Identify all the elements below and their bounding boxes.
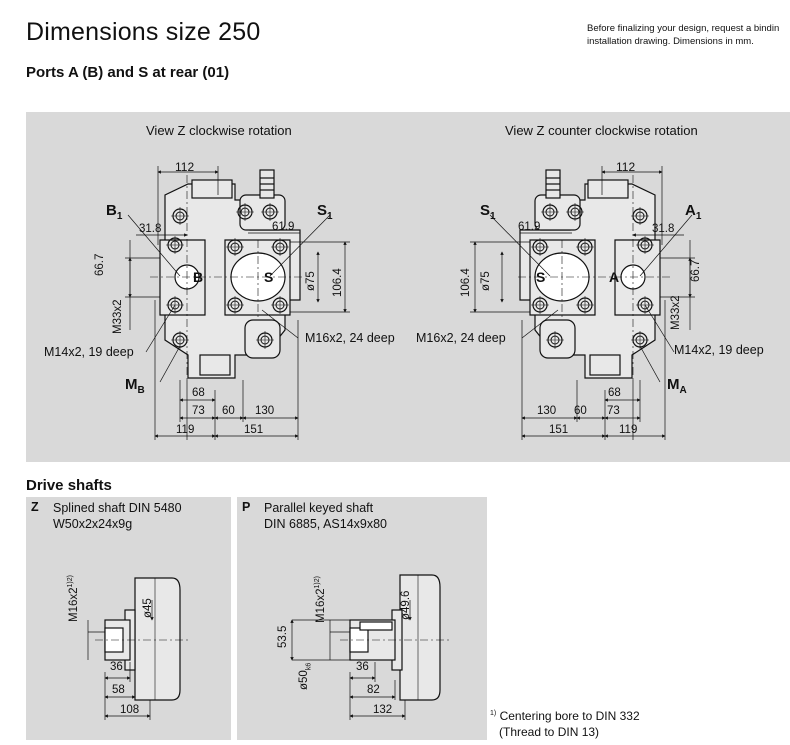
shaft-p-dim-132: 132 xyxy=(373,704,393,716)
shaft-z-description: Splined shaft DIN 5480 W50x2x24x9g xyxy=(53,500,182,532)
page-subtitle: Ports A (B) and S at rear (01) xyxy=(26,64,230,81)
left-dim-112: 112 xyxy=(175,160,195,174)
shaft-z-letter: Z xyxy=(31,500,39,514)
shaft-z-thread-text: M16x2 xyxy=(67,587,80,622)
shaft-z-dim-108: 108 xyxy=(120,704,140,716)
shaft-p-thread-sup: 1)2) xyxy=(314,576,321,589)
views-panel xyxy=(26,112,790,462)
right-callout-m14: M14x2, 19 deep xyxy=(674,343,764,357)
left-dim-m33: M33x2 xyxy=(112,299,124,334)
right-dim-31-8: 31.8 xyxy=(652,223,675,235)
left-port-s1-letter: S xyxy=(317,202,328,219)
right-dim-75: ø75 xyxy=(480,271,492,291)
drive-shafts-heading: Drive shafts xyxy=(26,477,112,494)
footnote-line2: (Thread to DIN 13) xyxy=(499,725,600,739)
shaft-p-dim-50-sub: k6 xyxy=(305,662,313,671)
shaft-z-dim-58: 58 xyxy=(112,684,125,696)
right-dim-112: 112 xyxy=(616,160,636,174)
shaft-z-dim-36: 36 xyxy=(110,661,123,673)
footnote: 1) Centering bore to DIN 332 (Thread to … xyxy=(490,706,640,740)
shaft-z-drawing xyxy=(95,577,190,701)
right-dim-61-9: 61.9 xyxy=(518,221,541,233)
right-port-a1-sub: 1 xyxy=(695,211,702,222)
left-port-b1: B1 xyxy=(106,202,122,222)
right-pump-drawing xyxy=(515,169,670,380)
right-dim-73: 73 xyxy=(607,405,620,417)
right-dim-151: 151 xyxy=(549,424,569,436)
right-port-ma-letter: M xyxy=(667,376,680,393)
left-dimension-lines xyxy=(125,166,350,440)
left-dim-130: 130 xyxy=(255,405,275,417)
right-dim-m33: M33x2 xyxy=(670,295,682,330)
left-view-caption: View Z clockwise rotation xyxy=(146,123,292,138)
left-dim-75: ø75 xyxy=(305,271,317,291)
left-dim-66-7: 66.7 xyxy=(94,253,106,276)
shaft-z-thread: M16x21)2) xyxy=(67,575,80,622)
left-callout-m14: M14x2, 19 deep xyxy=(44,345,134,359)
shaft-p-dim-50: ø50k6 xyxy=(298,663,312,690)
shaft-p-letter: P xyxy=(242,500,251,514)
right-port-a-center: A xyxy=(609,269,620,285)
right-dim-66-7: 66.7 xyxy=(690,259,702,282)
note-line-1: Before finalizing your design, request a… xyxy=(587,23,780,34)
left-dim-106-4: 106.4 xyxy=(332,268,344,297)
shaft-z-line1: Splined shaft DIN 5480 xyxy=(53,501,182,515)
left-dim-68: 68 xyxy=(192,387,205,399)
left-port-b1-sub: 1 xyxy=(116,211,123,222)
shaft-p-dim-36: 36 xyxy=(356,661,369,673)
shaft-z-thread-sup: 1)2) xyxy=(67,575,74,588)
left-pump-drawing xyxy=(150,169,305,380)
left-port-b1-letter: B xyxy=(106,202,117,219)
left-port-s1: S1 xyxy=(317,202,333,222)
right-port-s1-sub: 1 xyxy=(490,211,496,222)
shaft-p-panel xyxy=(237,497,487,740)
shaft-p-dia: ø49.6 xyxy=(400,590,412,620)
right-port-ma: MA xyxy=(667,376,687,396)
right-dim-68: 68 xyxy=(608,387,621,399)
left-dim-151: 151 xyxy=(244,424,264,436)
right-dim-106-4: 106.4 xyxy=(460,268,472,297)
left-dim-60: 60 xyxy=(222,405,235,417)
shaft-p-line2: DIN 6885, AS14x9x80 xyxy=(264,517,387,531)
right-dimension-lines xyxy=(470,166,695,440)
right-dim-60: 60 xyxy=(574,405,587,417)
left-port-b-center: B xyxy=(193,269,204,285)
shaft-z-dia: ø45 xyxy=(142,598,154,618)
note-line-2: installation drawing. Dimensions in mm. xyxy=(587,36,754,47)
left-dim-119: 119 xyxy=(176,424,195,436)
left-callout-m16: M16x2, 24 deep xyxy=(305,331,395,345)
footnote-line1: Centering bore to DIN 332 xyxy=(499,709,640,723)
left-port-mb: MB xyxy=(125,376,145,396)
right-port-s-center: S xyxy=(536,269,546,285)
left-dim-31-8: 31.8 xyxy=(139,223,162,235)
installation-note: Before finalizing your design, request a… xyxy=(587,22,790,48)
shaft-p-thread: M16x21)2) xyxy=(314,576,327,623)
right-port-s1-letter: S xyxy=(480,202,491,219)
shaft-p-line1: Parallel keyed shaft xyxy=(264,501,374,515)
shaft-z-line2: W50x2x24x9g xyxy=(53,517,133,531)
shaft-p-dim-53-5: 53.5 xyxy=(277,625,289,648)
left-dim-73: 73 xyxy=(192,405,205,417)
left-dim-61-9: 61.9 xyxy=(272,221,295,233)
right-port-a1: A1 xyxy=(685,202,701,222)
left-port-mb-letter: M xyxy=(125,376,138,393)
right-port-ma-sub: A xyxy=(679,385,687,396)
right-dim-130: 130 xyxy=(537,405,557,417)
left-port-s1-sub: 1 xyxy=(327,211,333,222)
shaft-p-dim-50-text: ø50 xyxy=(298,670,310,690)
right-view-caption: View Z counter clockwise rotation xyxy=(505,123,698,138)
right-dim-119: 119 xyxy=(619,424,638,436)
shaft-p-thread-text: M16x2 xyxy=(314,588,327,623)
right-port-s1: S1 xyxy=(480,202,496,222)
footnote-mark: 1) xyxy=(490,710,497,717)
left-port-s-center: S xyxy=(264,269,274,285)
left-port-mb-sub: B xyxy=(137,385,145,396)
right-port-a1-letter: A xyxy=(685,202,696,219)
page-title: Dimensions size 250 xyxy=(26,18,261,46)
shaft-p-description: Parallel keyed shaft DIN 6885, AS14x9x80 xyxy=(264,500,387,532)
shaft-p-dim-82: 82 xyxy=(367,684,380,696)
right-callout-m16: M16x2, 24 deep xyxy=(416,331,506,345)
